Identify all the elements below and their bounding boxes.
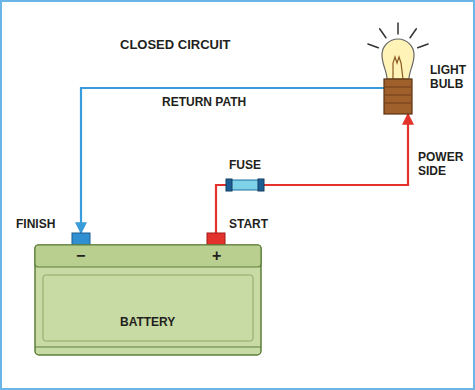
fuse-cap (226, 179, 232, 191)
terminal-label: START (229, 217, 268, 231)
circuit-wire (81, 88, 384, 233)
bulb-filament (393, 57, 403, 79)
light-ray (397, 23, 399, 34)
bulb-glass (382, 39, 414, 79)
fuse-glass (231, 180, 259, 190)
light-ray (380, 29, 386, 38)
polarity-sign: + (212, 247, 221, 265)
component-name: BATTERY (120, 315, 175, 329)
component-label: FUSE (229, 158, 261, 172)
battery-panel (43, 275, 253, 341)
polarity-sign: − (76, 247, 85, 265)
diagram-title: CLOSED CIRCUIT (120, 38, 231, 52)
battery-case (35, 245, 261, 355)
battery: BATTERY (33, 233, 263, 357)
light-ray (418, 44, 428, 48)
path-label: POWER SIDE (416, 150, 472, 178)
fuse-symbol (226, 178, 264, 192)
circuit-wire (264, 114, 408, 185)
base-thread (385, 103, 411, 104)
terminal-label: FINISH (16, 217, 55, 231)
component-label: LIGHT BULB (430, 63, 472, 91)
bulb-base (384, 79, 412, 114)
path-label: RETURN PATH (160, 95, 248, 109)
battery-lid (35, 245, 261, 267)
base-thread (385, 95, 411, 96)
light-bulb-icon (384, 5, 472, 114)
fuse-cap (258, 179, 264, 191)
battery-foot (35, 347, 261, 348)
light-ray (410, 29, 416, 38)
circuit-wire (216, 185, 226, 233)
fuse: FUSE (226, 158, 264, 194)
battery-body (33, 233, 263, 357)
light-ray (368, 44, 378, 48)
base-thread (385, 87, 411, 88)
light-bulb: LIGHT BULB (384, 5, 472, 114)
